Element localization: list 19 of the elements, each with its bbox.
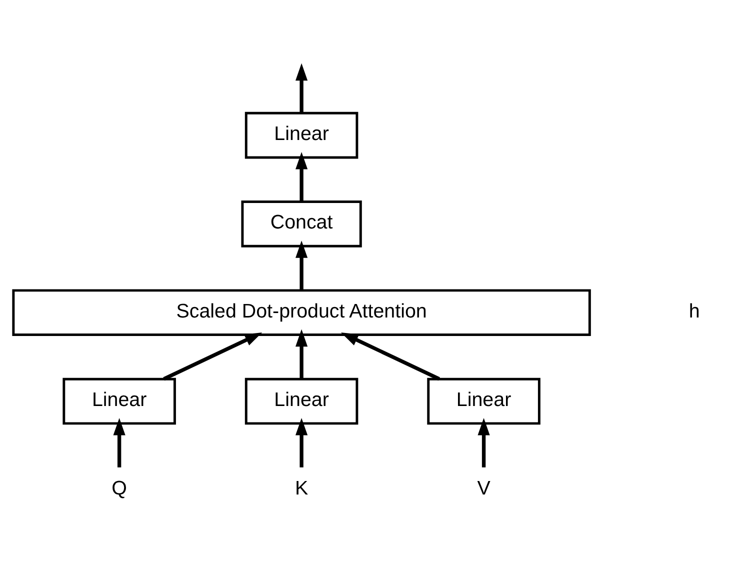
arrow: [296, 240, 308, 290]
arrow: [478, 417, 490, 467]
node-box: Concat: [241, 200, 362, 247]
node-box: Linear: [244, 377, 358, 424]
arrow: [296, 417, 308, 467]
node-text: V: [477, 477, 490, 500]
arrow: [113, 417, 126, 467]
arrow: [340, 332, 440, 380]
arrow: [296, 328, 308, 378]
node-box: Scaled Dot-product Attention: [12, 288, 591, 336]
node-box: Linear: [62, 377, 176, 424]
node-box: Linear: [244, 111, 358, 158]
label: h: [688, 300, 700, 322]
node-box: Linear: [427, 377, 540, 424]
arrow: [296, 151, 308, 201]
arrow: [163, 332, 262, 380]
node-text: K: [294, 477, 308, 500]
node-text: Q: [112, 477, 127, 500]
arrow: [296, 62, 308, 113]
